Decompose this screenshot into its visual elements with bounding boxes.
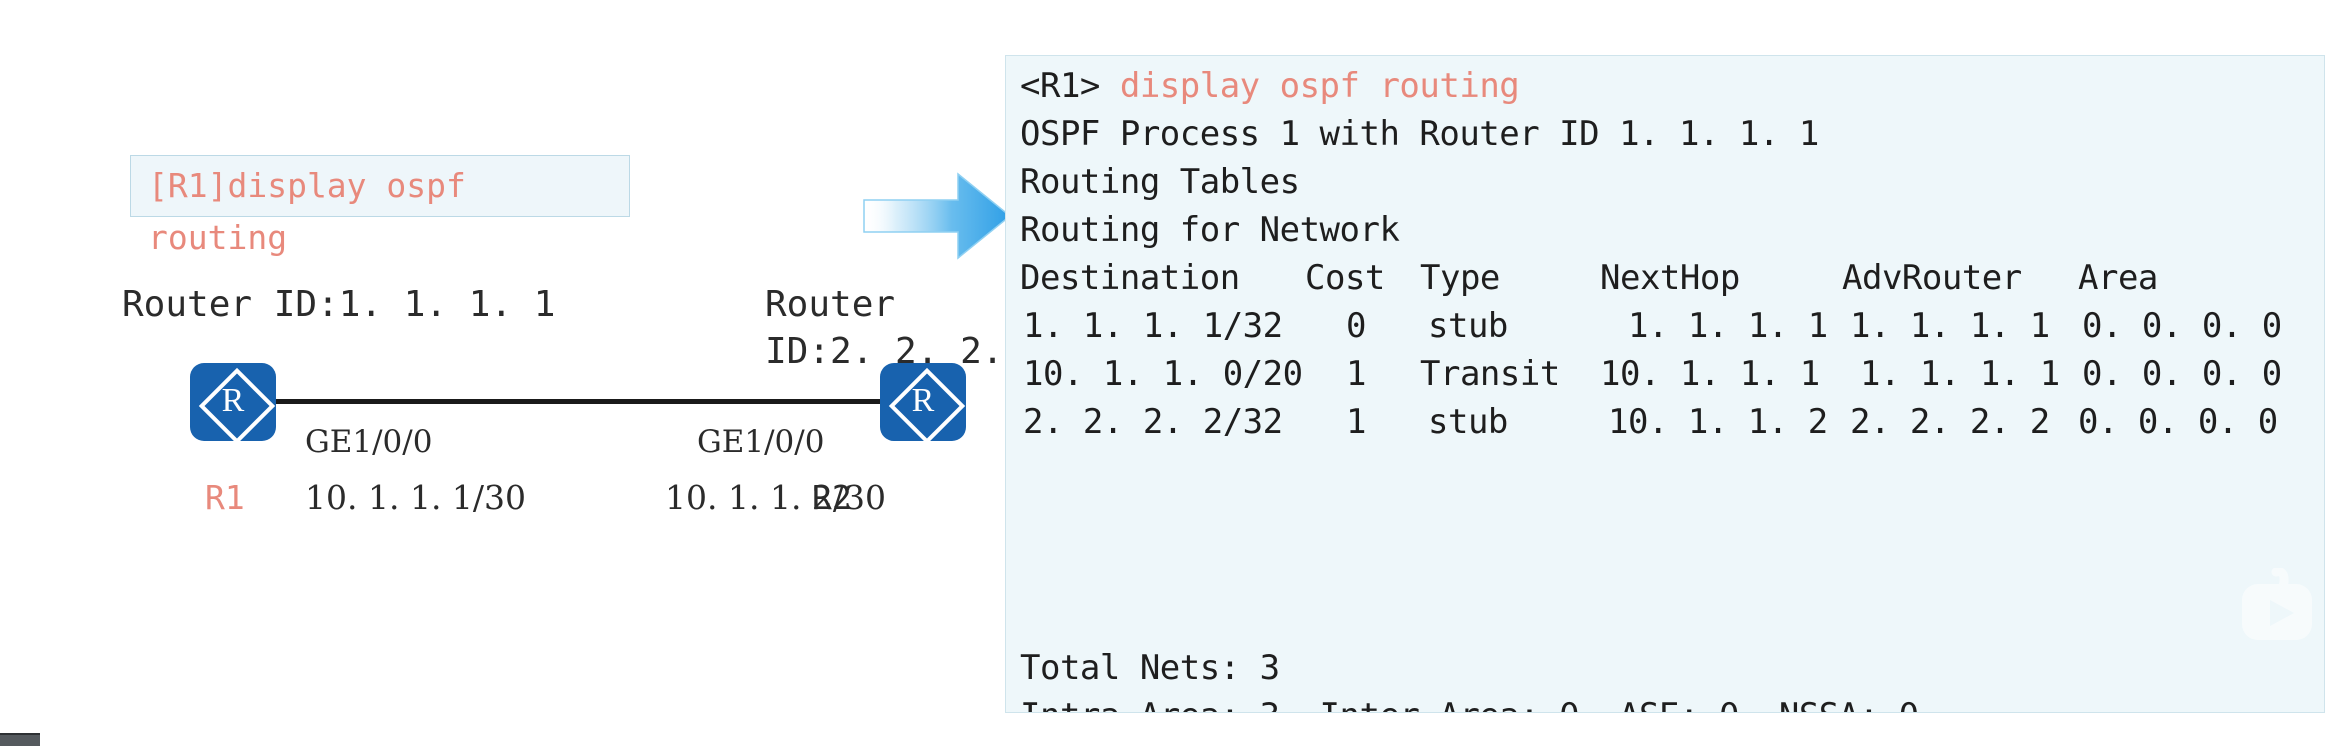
terminal-command: display ospf routing	[1119, 66, 1520, 106]
command-callout-box	[130, 155, 630, 217]
header-type: Type	[1420, 258, 1500, 298]
network-topology-diagram: [R1]display ospf routing Router ID:1. 1.…	[0, 0, 1047, 746]
router-icon-r2: R	[880, 363, 966, 445]
cell-destination: 2. 2. 2. 2/32	[1023, 402, 1283, 442]
ospf-routing-table: Destination Cost Type NextHop AdvRouter …	[1020, 258, 2324, 712]
table-row: 2. 2. 2. 2/32 1 stub 10. 1. 1. 2 2. 2. 2…	[1020, 402, 2324, 450]
cell-cost: 1	[1346, 354, 1366, 394]
header-area: Area	[2078, 258, 2158, 298]
terminal-process-line: OSPF Process 1 with Router ID 1. 1. 1. 1	[1020, 114, 1819, 154]
cell-cost: 1	[1346, 402, 1366, 442]
cell-area: 0. 0. 0. 0	[2082, 354, 2282, 394]
header-nexthop: NextHop	[1600, 258, 1740, 298]
r2-router-id-label-line1: Router	[765, 284, 896, 325]
router-name-r1: R1	[205, 478, 245, 517]
table-row: 10. 1. 1. 0/20 1 Transit 10. 1. 1. 1 1. …	[1020, 354, 2324, 402]
right-arrow-icon	[862, 168, 1012, 264]
header-advrouter: AdvRouter	[1842, 258, 2022, 298]
link-line-r1-r2	[276, 399, 882, 404]
header-destination: Destination	[1020, 258, 1240, 298]
cell-type: Transit	[1420, 354, 1560, 394]
router-name-r2: R2	[812, 478, 852, 517]
cell-destination: 10. 1. 1. 0/20	[1023, 354, 1303, 394]
r1-interface-address: 10. 1. 1. 1/30	[305, 478, 527, 517]
router-glyph-letter: R	[221, 382, 245, 419]
terminal-routing-tables-line: Routing Tables	[1020, 162, 1300, 202]
total-nets-line: Total Nets: 3	[1020, 648, 1280, 688]
header-cost: Cost	[1305, 258, 1385, 298]
cell-nexthop: 1. 1. 1. 1	[1628, 306, 1828, 346]
table-header-row: Destination Cost Type NextHop AdvRouter …	[1020, 258, 2324, 306]
terminal-routing-for-network-line: Routing for Network	[1020, 210, 1400, 250]
cell-nexthop: 10. 1. 1. 2	[1608, 402, 1828, 442]
cell-area: 0. 0. 0. 0	[2082, 306, 2282, 346]
terminal-output-panel: <R1> display ospf routing OSPF Process 1…	[1005, 55, 2325, 713]
cell-type: stub	[1428, 306, 1508, 346]
play-badge-icon	[2226, 567, 2316, 652]
r2-interface-name: GE1/0/0	[697, 424, 825, 460]
cell-advrouter: 1. 1. 1. 1	[1860, 354, 2060, 394]
cell-type: stub	[1428, 402, 1508, 442]
command-callout-line-2: routing	[148, 218, 288, 257]
cell-advrouter: 1. 1. 1. 1	[1850, 306, 2050, 346]
cell-area: 0. 0. 0. 0	[2078, 402, 2278, 442]
router-icon-r1: R	[190, 363, 276, 445]
router-glyph-letter: R	[911, 382, 935, 419]
area-counts-line: Intra Area: 3 Inter Area: 0 ASE: 0 NSSA:…	[1020, 696, 1919, 712]
cell-nexthop: 10. 1. 1. 1	[1600, 354, 1820, 394]
cell-advrouter: 2. 2. 2. 2	[1850, 402, 2050, 442]
terminal-prompt-line: <R1> display ospf routing	[1020, 66, 1520, 106]
r1-router-id-label: Router ID:1. 1. 1. 1	[122, 284, 556, 325]
cell-cost: 0	[1346, 306, 1366, 346]
command-callout-line-1: [R1]display ospf	[148, 166, 466, 205]
r2-interface-address: 10. 1. 1. 2/30	[665, 478, 887, 517]
bottom-left-nub	[0, 733, 40, 746]
table-row: 1. 1. 1. 1/32 0 stub 1. 1. 1. 1 1. 1. 1.…	[1020, 306, 2324, 354]
terminal-prompt: <R1>	[1020, 66, 1120, 106]
r1-interface-name: GE1/0/0	[305, 424, 433, 460]
cell-destination: 1. 1. 1. 1/32	[1023, 306, 1283, 346]
